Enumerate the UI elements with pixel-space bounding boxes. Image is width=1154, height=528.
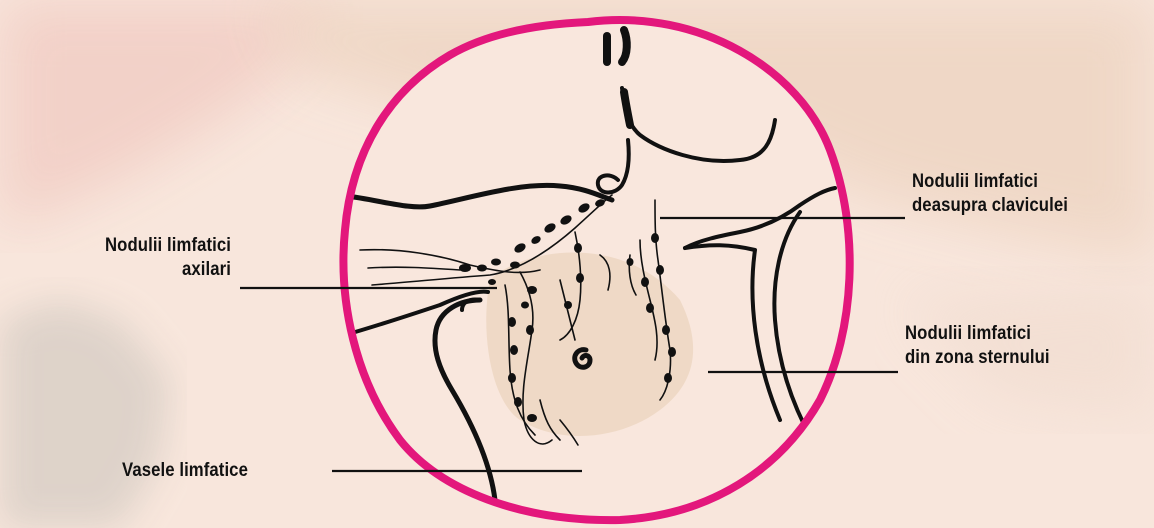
label-supraclavicular-line2: deasupra claviculei — [912, 194, 1068, 218]
label-supraclavicular-line1: Nodulii limfatici — [912, 170, 1068, 194]
label-lymph-vessels: Vasele limfatice — [122, 459, 248, 483]
label-lymph-vessels-line1: Vasele limfatice — [122, 459, 248, 483]
label-axillary-line2: axilari — [44, 258, 231, 282]
label-sternal-line2: din zona sternului — [905, 346, 1050, 370]
label-sternal-line1: Nodulii limfatici — [905, 322, 1050, 346]
label-axillary-nodes: Nodulii limfatici axilari — [44, 234, 231, 282]
label-axillary-line1: Nodulii limfatici — [44, 234, 231, 258]
label-supraclavicular-nodes: Nodulii limfatici deasupra claviculei — [912, 170, 1068, 218]
label-sternal-nodes: Nodulii limfatici din zona sternului — [905, 322, 1050, 370]
